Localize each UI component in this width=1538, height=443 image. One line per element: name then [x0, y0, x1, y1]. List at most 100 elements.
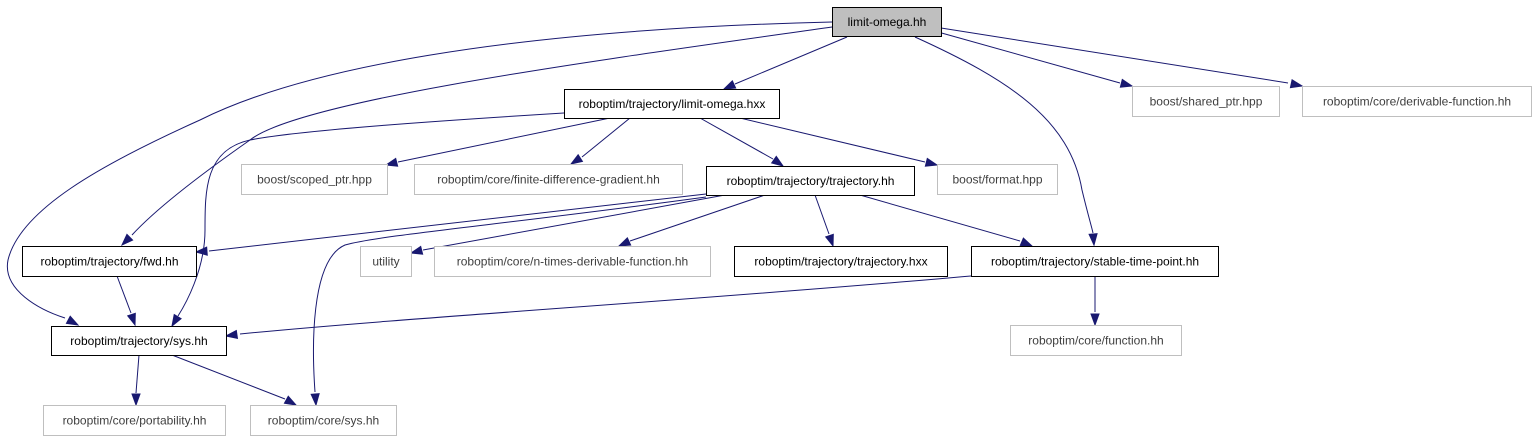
node-label: roboptim/core/portability.hh — [63, 414, 207, 428]
node-trajectory-hh[interactable]: roboptim/trajectory/trajectory.hh — [706, 166, 915, 196]
edge-line — [914, 36, 1094, 234]
edge-trajectory-hh-to-fwd-hh — [194, 193, 707, 256]
node-limit-omega-hh[interactable]: limit-omega.hh — [832, 7, 942, 37]
node-label: roboptim/trajectory/trajectory.hh — [727, 174, 895, 188]
arrowhead — [194, 246, 208, 256]
edge-line — [397, 117, 611, 163]
edge-line — [208, 193, 707, 252]
node-box — [250, 405, 397, 436]
node-limit-omega-hxx[interactable]: roboptim/trajectory/limit-omega.hxx — [564, 89, 780, 119]
arrowhead — [1289, 78, 1304, 89]
node-box — [706, 166, 915, 196]
arrowhead — [722, 79, 737, 90]
node-box — [734, 246, 948, 277]
node-boost-shared-ptr: boost/shared_ptr.hpp — [1132, 86, 1280, 117]
node-box — [434, 246, 711, 277]
node-box — [360, 246, 412, 277]
node-traj-sys-hh[interactable]: roboptim/trajectory/sys.hh — [51, 326, 227, 356]
edge-layer — [6, 21, 1304, 407]
edge-limit-omega-hxx-to-traj-sys-hh — [171, 111, 581, 328]
node-label: roboptim/trajectory/limit-omega.hxx — [579, 97, 766, 111]
edge-fwd-hh-to-traj-sys-hh — [116, 275, 136, 327]
node-core-portability: roboptim/core/portability.hh — [43, 405, 226, 436]
edge-traj-sys-hh-to-core-portability — [131, 354, 141, 407]
node-core-sys-hh: roboptim/core/sys.hh — [250, 405, 397, 436]
arrowhead — [224, 329, 239, 340]
edge-line — [313, 196, 707, 393]
node-box — [971, 246, 1219, 277]
edge-limit-omega-hxx-to-boost-format — [739, 117, 939, 167]
arrowhead — [120, 233, 134, 247]
node-label: roboptim/core/n-times-derivable-function… — [457, 255, 688, 269]
arrowhead — [824, 233, 834, 248]
arrowhead — [283, 395, 298, 406]
edge-line — [422, 194, 726, 251]
node-label: roboptim/trajectory/trajectory.hxx — [754, 255, 927, 269]
node-trajectory-hxx[interactable]: roboptim/trajectory/trajectory.hxx — [734, 246, 948, 277]
node-stable-time-point[interactable]: roboptim/trajectory/stable-time-point.hh — [971, 246, 1219, 277]
node-box — [1132, 86, 1280, 117]
edge-line — [734, 36, 848, 85]
node-box — [22, 246, 197, 277]
node-label: roboptim/trajectory/sys.hh — [70, 334, 207, 348]
node-box — [51, 326, 227, 356]
arrowhead — [617, 236, 632, 247]
edge-limit-omega-hh-to-traj-sys-hh — [6, 21, 833, 326]
arrowhead — [1088, 233, 1098, 247]
node-box — [43, 405, 226, 436]
node-label: utility — [372, 255, 399, 269]
arrowhead — [924, 157, 939, 167]
edge-limit-omega-hh-to-stable-time-point — [914, 36, 1098, 247]
edge-limit-omega-hxx-to-finite-difference-gradient — [569, 117, 631, 165]
edge-line — [6, 21, 833, 319]
node-boost-scoped-ptr: boost/scoped_ptr.hpp — [241, 164, 388, 195]
node-layer: limit-omega.hh roboptim/trajectory/limit-… — [22, 7, 1532, 436]
edge-trajectory-hh-to-utility — [409, 194, 726, 255]
edge-line — [937, 31, 1121, 84]
edge-line — [131, 26, 833, 236]
edge-line — [739, 117, 926, 163]
arrowhead — [384, 157, 399, 167]
node-label: roboptim/core/sys.hh — [268, 414, 379, 428]
arrowhead — [1019, 237, 1034, 247]
node-label: boost/scoped_ptr.hpp — [257, 173, 372, 187]
arrowhead — [770, 155, 785, 167]
edge-trajectory-hh-to-core-sys-hh — [310, 196, 707, 407]
edge-line — [814, 194, 830, 235]
node-box — [241, 164, 388, 195]
edge-stable-time-point-to-core-function — [1090, 276, 1100, 327]
node-label: boost/shared_ptr.hpp — [1150, 95, 1263, 109]
arrowhead — [131, 393, 141, 407]
edge-limit-omega-hh-to-boost-shared-ptr — [937, 31, 1134, 88]
edge-line — [135, 354, 140, 394]
node-label: roboptim/core/derivable-function.hh — [1323, 95, 1511, 109]
arrowhead — [1119, 78, 1134, 88]
edge-line — [239, 275, 972, 335]
node-finite-difference-gradient: roboptim/core/finite-difference-gradient… — [414, 164, 683, 195]
node-box — [414, 164, 683, 195]
node-core-function: roboptim/core/function.hh — [1010, 325, 1182, 356]
edge-limit-omega-hxx-to-trajectory-hh — [699, 117, 785, 167]
node-box — [832, 7, 942, 37]
node-box — [564, 89, 780, 119]
edge-trajectory-hh-to-stable-time-point — [859, 194, 1034, 247]
edge-line — [116, 275, 132, 314]
edge-line — [581, 117, 631, 158]
node-label: roboptim/trajectory/fwd.hh — [40, 255, 178, 269]
node-label: roboptim/trajectory/stable-time-point.hh — [991, 255, 1199, 269]
node-utility: utility — [360, 246, 412, 277]
arrowhead — [1090, 313, 1100, 327]
node-label: limit-omega.hh — [848, 15, 927, 29]
arrowhead — [569, 153, 584, 165]
arrowhead — [409, 245, 424, 255]
node-derivable-function: roboptim/core/derivable-function.hh — [1302, 86, 1532, 117]
node-box — [1302, 86, 1532, 117]
node-fwd-hh[interactable]: roboptim/trajectory/fwd.hh — [22, 246, 197, 277]
node-label: roboptim/core/function.hh — [1028, 334, 1163, 348]
edge-line — [859, 194, 1021, 242]
edge-line — [699, 117, 774, 160]
arrowhead — [310, 393, 320, 407]
edge-limit-omega-hxx-to-boost-scoped-ptr — [384, 117, 611, 167]
node-n-times-derivable-function: roboptim/core/n-times-derivable-function… — [434, 246, 711, 277]
edge-limit-omega-hh-to-derivable-function — [940, 27, 1304, 89]
